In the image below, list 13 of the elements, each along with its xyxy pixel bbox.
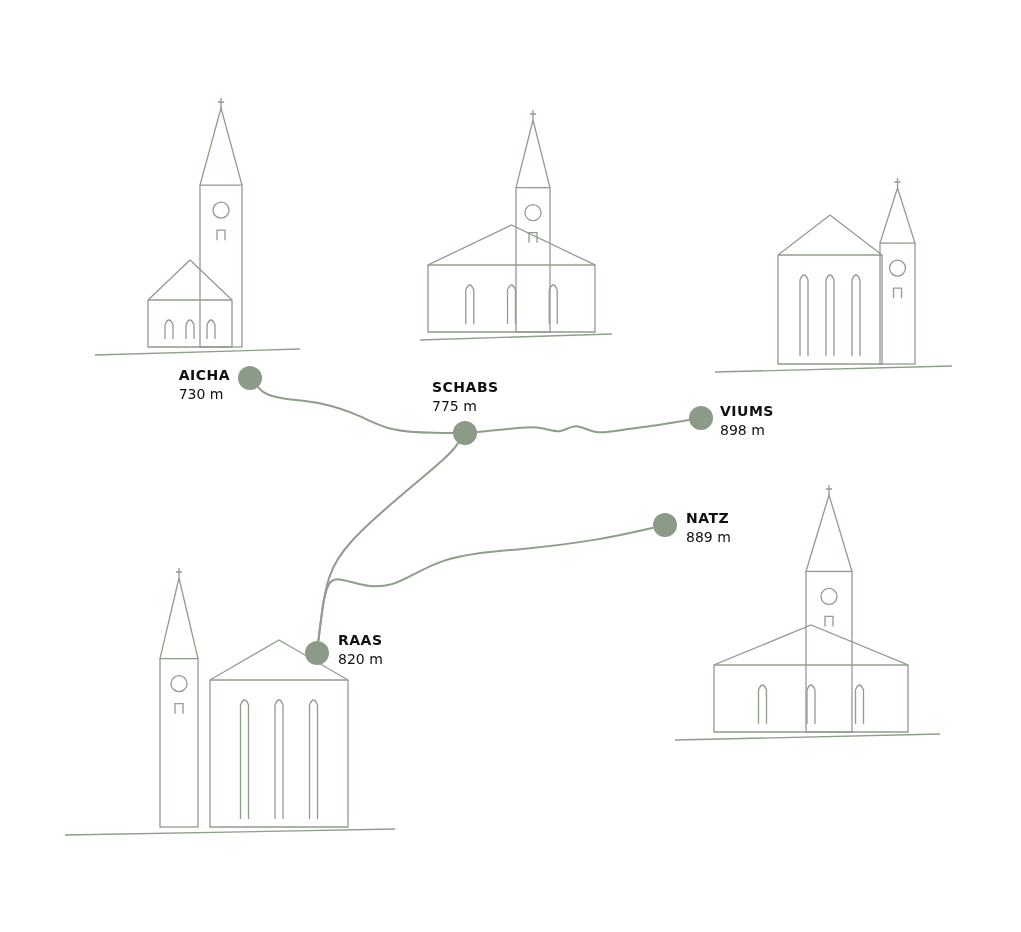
village-name: RAAS bbox=[338, 631, 383, 650]
elevation-label: 898 m bbox=[720, 421, 766, 440]
elevation-label: 820 m bbox=[338, 650, 383, 669]
road-line bbox=[317, 526, 655, 643]
village-name: VIUMS bbox=[720, 402, 774, 421]
road-line bbox=[256, 386, 454, 434]
elevation-label: 889 m bbox=[686, 528, 731, 547]
elevation-label: 775 m bbox=[432, 397, 478, 416]
village-name: NATZ bbox=[686, 509, 731, 528]
village-name: SCHABS bbox=[432, 378, 499, 397]
elevation-label: 730 m bbox=[178, 385, 225, 404]
road-line bbox=[475, 419, 691, 434]
village-name: AICHA bbox=[178, 366, 230, 385]
